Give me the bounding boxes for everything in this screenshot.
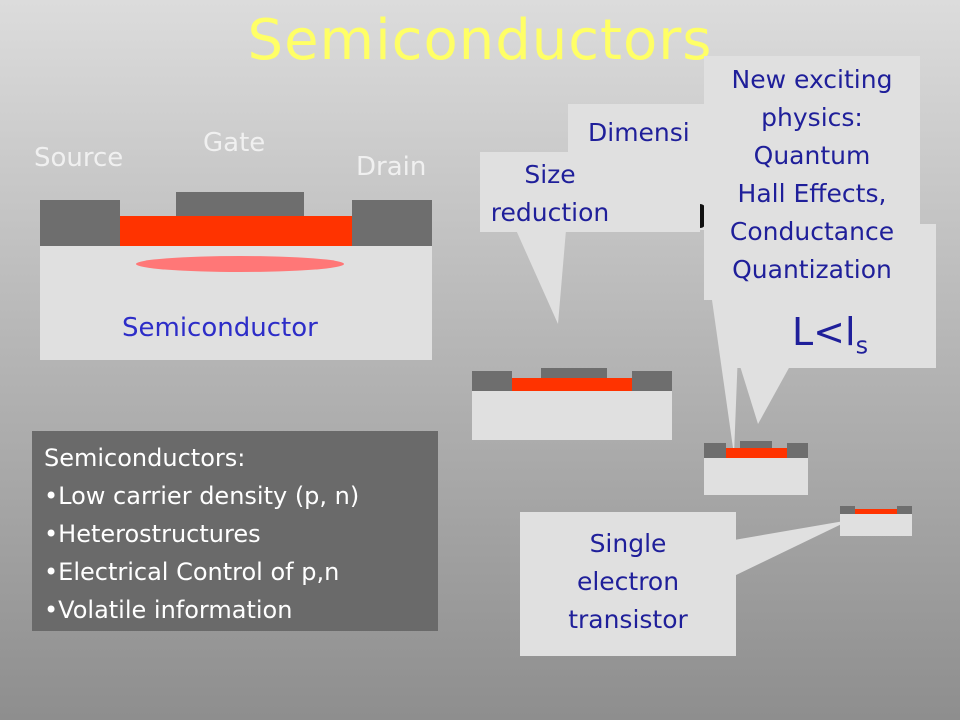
gate-contact: [176, 192, 304, 216]
physics-callout: New exciting physics: Quantum Hall Effec…: [704, 56, 920, 300]
conduction-channel: [136, 256, 344, 272]
tiny-device-drain: [897, 506, 912, 514]
gate-oxide-layer: [120, 216, 352, 246]
medium-device-channel: [512, 378, 632, 391]
medium-device-gate: [541, 368, 607, 378]
length-condition: L<ls: [792, 310, 868, 368]
set-callout: Single electron transistor: [520, 512, 736, 656]
small-device-gate: [740, 441, 772, 448]
physics-line: Conductance: [729, 217, 895, 246]
source-label: Source: [34, 143, 124, 173]
set-line: Single: [589, 529, 667, 558]
property-item: •Low carrier density (p, n): [44, 482, 360, 510]
size-reduction-tail: [516, 230, 566, 324]
small-device-substrate: [704, 458, 808, 495]
physics-line: Quantization: [732, 255, 892, 284]
set-line: electron: [576, 567, 680, 596]
size-reduction-line: reduction: [490, 198, 610, 227]
slide-title: Semiconductors: [247, 8, 713, 73]
medium-device-drain: [632, 371, 672, 391]
small-device-channel: [726, 448, 787, 458]
tiny-device-source: [840, 506, 855, 514]
physics-line: Quantum: [753, 141, 871, 170]
drain-label: Drain: [356, 152, 427, 182]
small-device-drain: [787, 443, 808, 458]
properties-heading: Semiconductors:: [44, 444, 246, 472]
set-line: transistor: [568, 605, 688, 634]
source-contact: [40, 200, 120, 246]
length-tail: [740, 366, 790, 424]
dimension-text: Dimensi: [588, 118, 690, 147]
property-item: •Heterostructures: [44, 520, 261, 548]
tiny-device-channel: [855, 509, 897, 514]
set-tail: [734, 520, 850, 576]
drain-contact: [352, 200, 432, 246]
property-item: •Electrical Control of p,n: [44, 558, 340, 586]
property-item: •Volatile information: [44, 596, 293, 624]
gate-label: Gate: [203, 128, 266, 158]
length-condition-main: L<l: [792, 310, 856, 354]
semiconductor-label: Semiconductor: [122, 313, 318, 343]
physics-line: physics:: [761, 103, 863, 132]
medium-device-substrate: [472, 391, 672, 440]
length-condition-subscript: s: [855, 331, 869, 360]
small-device-source: [704, 443, 726, 458]
physics-line: Hall Effects,: [737, 179, 887, 208]
size-reduction-callout: Size reduction: [480, 152, 700, 232]
size-reduction-line: Size: [524, 160, 576, 189]
physics-line: New exciting: [731, 65, 893, 94]
tiny-device-substrate: [840, 514, 912, 536]
semiconductor-properties-box: Semiconductors: •Low carrier density (p,…: [32, 431, 438, 631]
medium-device-source: [472, 371, 512, 391]
